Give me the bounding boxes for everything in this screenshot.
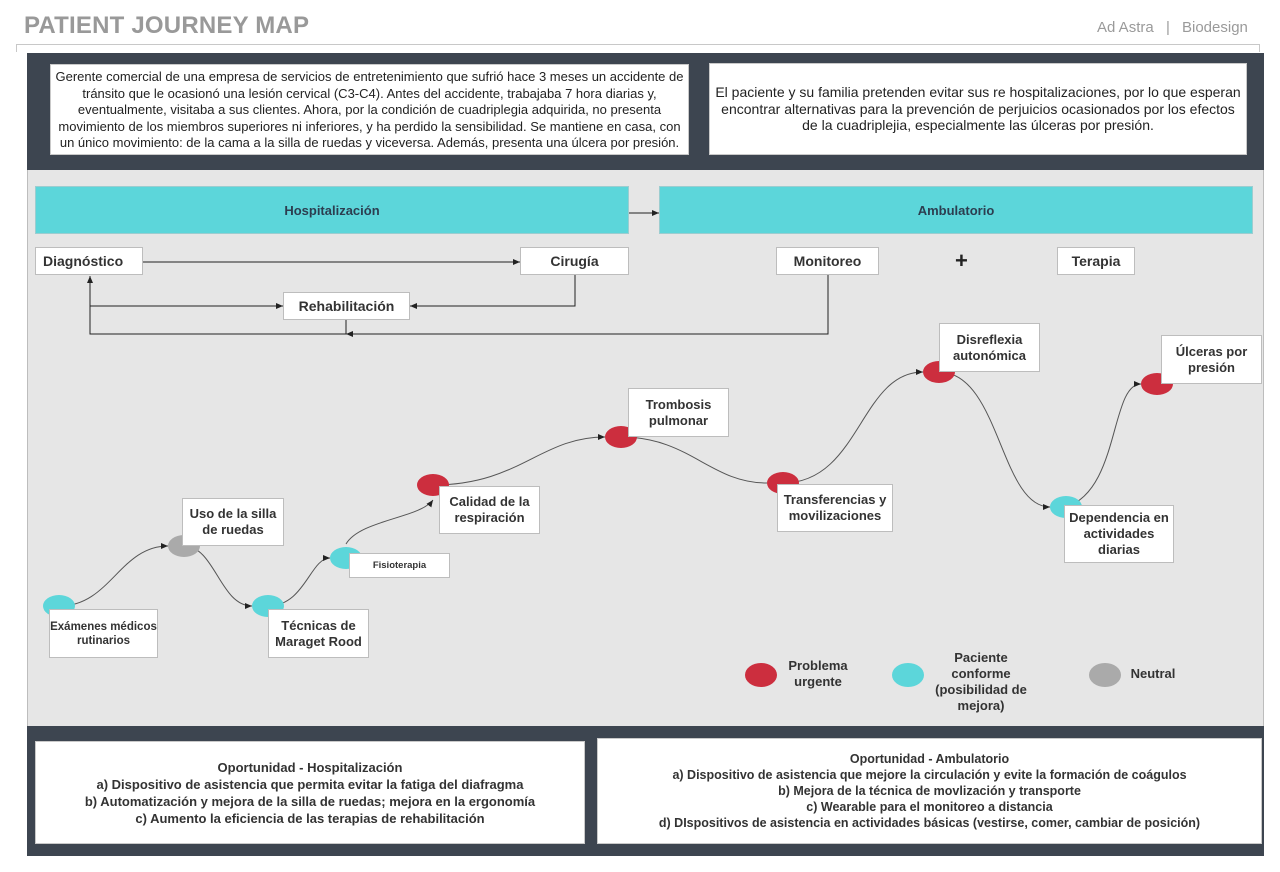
opportunity-hospital-item: a) Dispositivo de asistencia que permita… bbox=[96, 776, 524, 792]
opportunity-ambulatory-item: c) Wearable para el monitoreo a distanci… bbox=[806, 800, 1053, 814]
label-dependencia: Dependencia en actividades diarias bbox=[1064, 505, 1174, 563]
legend-dot-urgent bbox=[745, 663, 777, 687]
header-frame-right-tick bbox=[1259, 44, 1260, 52]
label-fisioterapia: Fisioterapia bbox=[349, 553, 450, 578]
step-cirugia: Cirugía bbox=[520, 247, 629, 275]
plus-sign: + bbox=[955, 248, 968, 273]
phase-ambulatorio: Ambulatorio bbox=[659, 186, 1253, 234]
brand-separator: | bbox=[1166, 19, 1170, 36]
header-frame-left-tick bbox=[16, 44, 17, 52]
curve-disreflexia-dependencia bbox=[938, 371, 1051, 510]
label-silla: Uso de la silla de ruedas bbox=[182, 498, 284, 546]
step-rehabilitacion: Rehabilitación bbox=[283, 292, 410, 320]
opportunity-ambulatory-item: b) Mejora de la técnica de movlización y… bbox=[778, 784, 1081, 798]
arrow-loop-to-diagnostico bbox=[87, 276, 347, 335]
curve-silla-maraget bbox=[183, 545, 253, 609]
opportunity-ambulatory-box: Oportunidad - Ambulatorio a) Dispositivo… bbox=[597, 738, 1262, 844]
legend-dot-neutral bbox=[1089, 663, 1121, 687]
opportunity-hospital-title: Oportunidad - Hospitalización bbox=[217, 759, 403, 775]
curve-transferencias-disreflexia bbox=[782, 369, 924, 484]
curve-examenes-silla bbox=[59, 543, 169, 607]
label-disreflexia: Disreflexia autonómica bbox=[939, 323, 1040, 372]
phase-hospitalizacion: Hospitalización bbox=[35, 186, 629, 234]
opportunity-hospital-item: c) Aumento la eficiencia de las terapias… bbox=[135, 810, 485, 826]
label-examenes: Exámenes médicos rutinarios bbox=[49, 609, 158, 658]
step-terapia: Terapia bbox=[1057, 247, 1135, 275]
label-trombosis: Trombosis pulmonar bbox=[628, 388, 729, 437]
legend-label-conforme: Paciente conforme (posibilidad de mejora… bbox=[935, 650, 1027, 713]
opportunity-hospital-box: Oportunidad - Hospitalización a) Disposi… bbox=[35, 741, 585, 844]
arrow-cirugia-rehabilitacion bbox=[410, 275, 576, 309]
curve-dependencia-ulceras bbox=[1065, 381, 1142, 508]
curve-fisioterapia-respiracion bbox=[345, 499, 434, 545]
header-frame-line bbox=[16, 44, 1260, 45]
persona-box: Gerente comercial de una empresa de serv… bbox=[50, 64, 689, 155]
brand-ad-astra: Ad Astra bbox=[1097, 19, 1154, 36]
label-transferencias: Transferencias y movilizaciones bbox=[777, 484, 893, 532]
legend-dot-conforme bbox=[892, 663, 924, 687]
opportunity-ambulatory-title: Oportunidad - Ambulatorio bbox=[849, 752, 1010, 766]
legend-label-urgent: Problema urgente bbox=[788, 658, 848, 689]
step-diagnostico: Diagnóstico bbox=[35, 247, 143, 275]
arrow-monitoreo-loop bbox=[346, 275, 829, 337]
label-respiracion: Calidad de la respiración bbox=[439, 486, 540, 534]
brand-biodesign: Biodesign bbox=[1182, 19, 1248, 36]
opportunity-ambulatory-item: d) DIspositivos de asistencia en activid… bbox=[658, 816, 1201, 830]
label-ulceras: Úlceras por presión bbox=[1161, 335, 1262, 384]
label-maraget: Técnicas de Maraget Rood bbox=[268, 609, 369, 658]
curve-trombosis-transferencias bbox=[620, 436, 768, 484]
opportunity-hospital-item: b) Automatización y mejora de la silla d… bbox=[84, 793, 536, 809]
opportunity-ambulatory-item: a) Dispositivo de asistencia que mejore … bbox=[672, 768, 1187, 782]
curve-respiracion-trombosis bbox=[432, 434, 606, 486]
goal-box: El paciente y su familia pretenden evita… bbox=[709, 63, 1247, 155]
legend-label-neutral: Neutral bbox=[1130, 666, 1176, 681]
page-title: PATIENT JOURNEY MAP bbox=[24, 12, 310, 39]
step-monitoreo: Monitoreo bbox=[776, 247, 879, 275]
